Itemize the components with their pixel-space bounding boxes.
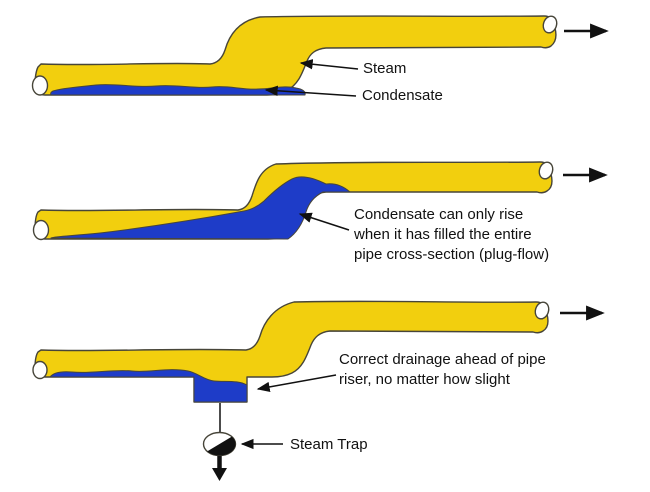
pipe-opening-left-2 — [32, 219, 50, 241]
diagram-2-plug-flow — [32, 161, 608, 241]
pipe-opening-left-1 — [31, 75, 49, 96]
steam-pipe-1 — [34, 15, 557, 96]
condensate-layer-1 — [50, 84, 306, 96]
drainage-note-line-2: riser, no matter how slight — [339, 371, 510, 388]
plug-flow-note-line-1: Condensate can only rise — [354, 206, 524, 223]
trap-body-filled-half — [207, 436, 236, 456]
drainage-note-line-1: Correct drainage ahead of pipe — [339, 351, 546, 368]
plug-flow-note-line-3: pipe cross-section (plug-flow) — [354, 246, 550, 263]
pipe-opening-right-2 — [538, 161, 554, 180]
diagram-1-gravity-condensate — [31, 15, 609, 97]
plug-flow-note: Condensate can only rise when it has fil… — [354, 205, 549, 265]
steam-label: Steam — [363, 60, 407, 77]
steam-trap-label: Steam Trap — [290, 436, 368, 453]
steam-trap-symbol — [202, 403, 237, 481]
condensate-slug-2 — [50, 176, 351, 240]
plug-flow-pointer-line — [298, 212, 350, 231]
pipe-opening-left-3 — [32, 360, 48, 380]
condensate-pointer-line — [264, 85, 357, 97]
plug-flow-note-line-2: when it has filled the entire — [354, 226, 532, 243]
steam-pointer-line — [299, 59, 359, 70]
condensate-label: Condensate — [362, 87, 443, 104]
pipe-opening-right-1 — [542, 15, 558, 34]
pipe-opening-right-3 — [534, 301, 550, 320]
trap-outlet-arrowhead — [212, 468, 227, 481]
diagram-3-correct-drainage — [32, 300, 605, 481]
condensate-layer-3-drip-leg — [49, 369, 248, 403]
drainage-note: Correct drainage ahead of pipe riser, no… — [339, 350, 546, 390]
drainage-pointer-line — [256, 374, 337, 393]
